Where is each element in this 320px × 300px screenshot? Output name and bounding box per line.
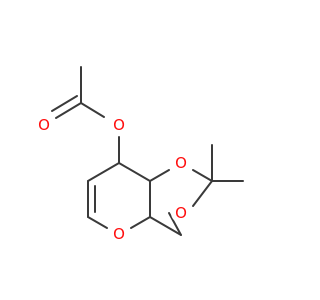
chemical-structure-diagram: O O O O O — [34, 66, 244, 244]
atom-label-o-pyran: O — [113, 225, 125, 243]
bond-o-pyran-c4a — [130, 216, 151, 229]
bond-c2-o3 — [192, 180, 213, 207]
bond-carbonyl-ester-o — [80, 102, 105, 118]
bond-c8a-c8 — [118, 162, 151, 182]
atom-label-layer: O O O O O — [34, 115, 191, 244]
bond-o1-c2 — [192, 169, 213, 182]
bond-c4-c4a — [149, 216, 182, 236]
bond-c6-o-pyran — [87, 216, 108, 229]
atom-label-o-dioxane-2: O — [175, 204, 187, 222]
bond-carbonyl-double-a — [55, 102, 82, 119]
bond-carbonyl-double-b — [51, 95, 78, 112]
bond-o3-c4 — [168, 212, 182, 236]
atom-label-o-dioxane-1: O — [175, 154, 187, 172]
bond-c8-c7 — [87, 162, 120, 182]
atom-label-o-ester: O — [113, 116, 125, 134]
bond-layer — [51, 66, 244, 236]
bond-c8a-o1 — [149, 169, 170, 182]
atom-label-o-carbonyl: O — [38, 116, 50, 134]
